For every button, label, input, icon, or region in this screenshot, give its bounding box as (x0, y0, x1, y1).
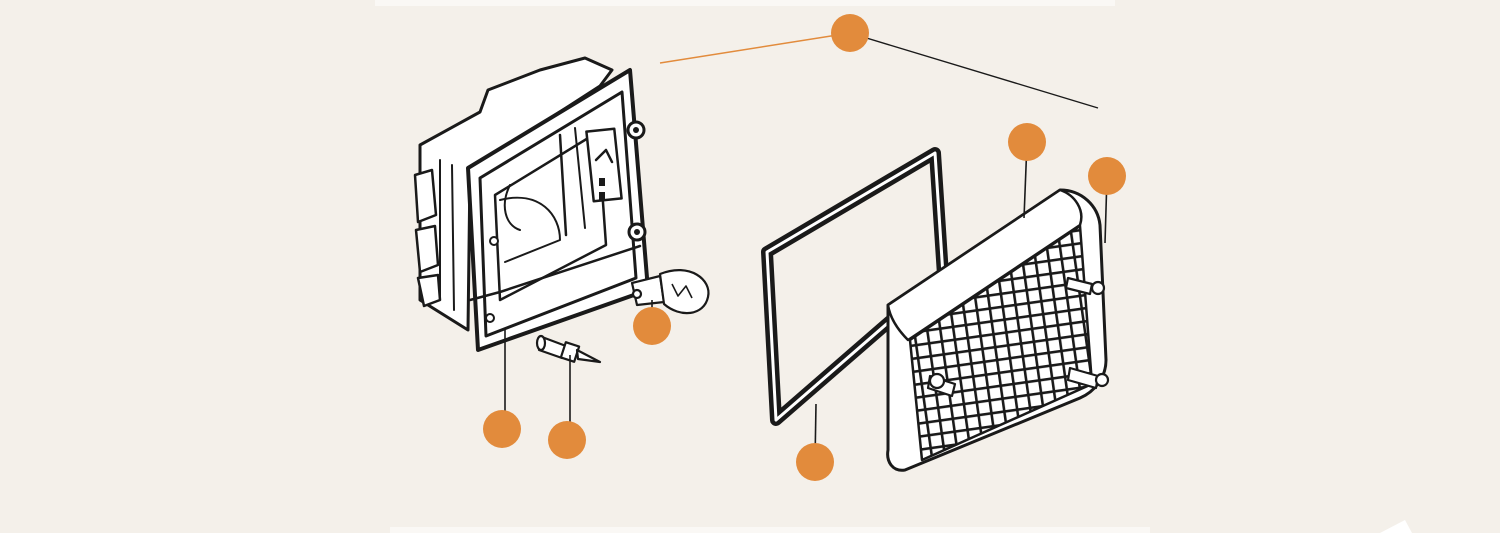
lamp-housing (413, 56, 650, 352)
bulb (630, 269, 710, 315)
leader-line-assembly-left (659, 32, 851, 64)
callout-lens-screw[interactable] (1088, 157, 1126, 195)
callouts (483, 14, 1126, 481)
lens (886, 188, 1110, 472)
screw (535, 334, 602, 364)
corner-mark (1380, 520, 1412, 533)
callout-screw[interactable] (548, 421, 586, 459)
callout-bulb[interactable] (633, 307, 671, 345)
callout-lens[interactable] (1008, 123, 1046, 161)
leader-line-assembly-right (849, 32, 1099, 109)
bottom-band (390, 527, 1150, 533)
top-band (375, 0, 1115, 6)
callout-housing[interactable] (483, 410, 521, 448)
callout-gasket[interactable] (796, 443, 834, 481)
callout-assembly[interactable] (831, 14, 869, 52)
